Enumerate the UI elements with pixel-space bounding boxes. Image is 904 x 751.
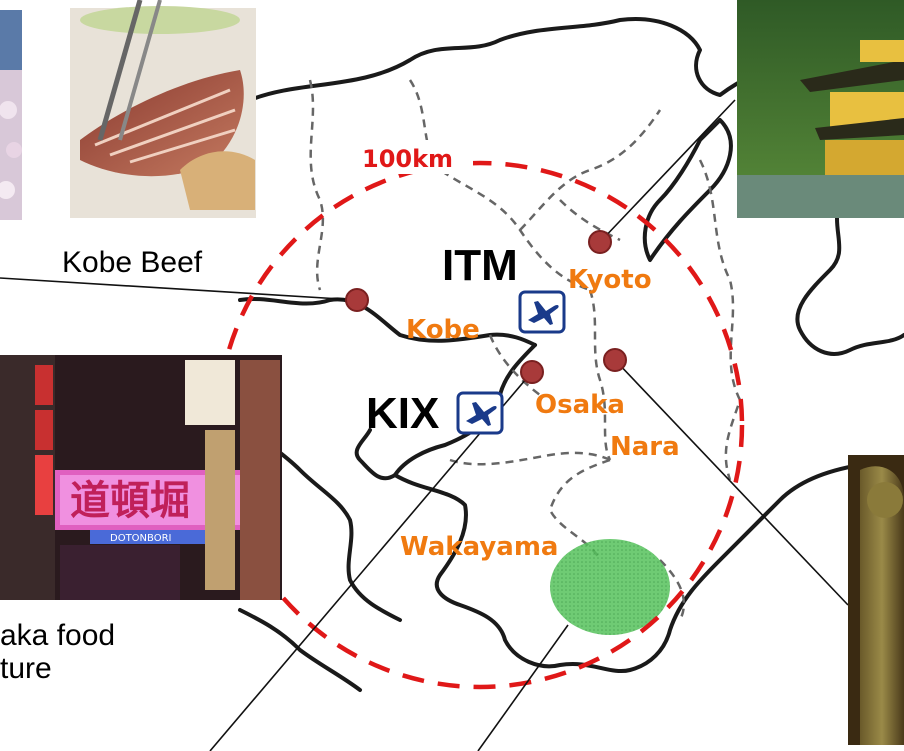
city-markers bbox=[345, 230, 627, 384]
photo-cherry-blossoms bbox=[0, 10, 22, 220]
photo-dotonbori: 道頓堀 DOTONBORI bbox=[0, 355, 282, 600]
photo-label-kobe-beef: Kobe Beef bbox=[62, 246, 203, 279]
city-label-kobe: Kobe bbox=[406, 315, 480, 345]
city-label-osaka: Osaka bbox=[535, 390, 625, 420]
dotonbori-sign-text: 道頓堀 bbox=[70, 478, 190, 524]
photo-kobe-beef bbox=[70, 0, 256, 218]
dotonbori-sign-subtext: DOTONBORI bbox=[110, 533, 171, 544]
airplane-icon bbox=[456, 391, 504, 435]
city-label-nara: Nara bbox=[610, 432, 680, 462]
photo-label-osaka-food-line1: aka food bbox=[0, 619, 115, 652]
radius-ring bbox=[215, 160, 745, 690]
city-marker-kobe bbox=[345, 288, 369, 312]
radius-label: 100km bbox=[362, 145, 453, 173]
city-label-wakayama: Wakayama bbox=[400, 532, 558, 562]
city-label-kyoto: Kyoto bbox=[568, 265, 652, 295]
airplane-icon bbox=[518, 290, 566, 334]
city-marker-osaka bbox=[520, 360, 544, 384]
city-marker-kyoto bbox=[588, 230, 612, 254]
airport-label-kix: KIX bbox=[366, 389, 439, 438]
leader-lines bbox=[0, 99, 849, 751]
airport-label-itm: ITM bbox=[442, 241, 518, 290]
photo-label-osaka-food-line2: ture bbox=[0, 652, 52, 685]
city-marker-nara bbox=[603, 348, 627, 372]
photo-nara-buddha bbox=[848, 455, 904, 745]
highlight-area bbox=[550, 539, 670, 635]
photo-golden-pavilion bbox=[737, 0, 904, 218]
